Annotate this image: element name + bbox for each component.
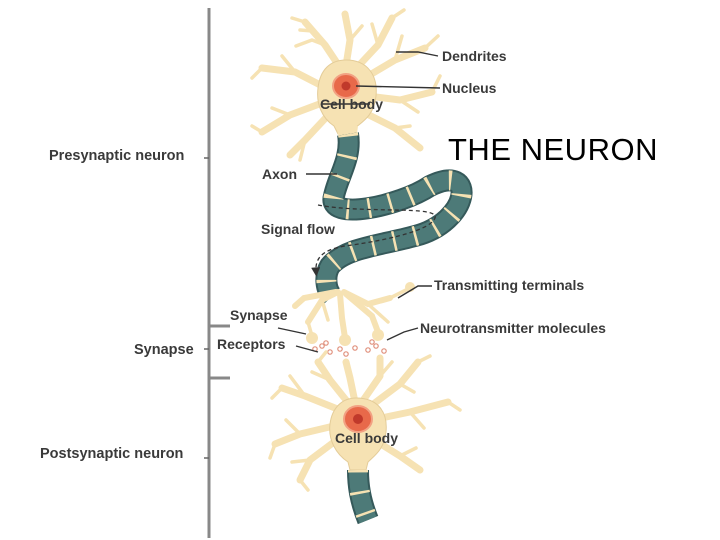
postsynaptic-dendrites — [268, 350, 462, 492]
cell-body-bottom-label: Cell body — [335, 430, 398, 446]
postsynaptic-axon — [347, 469, 379, 525]
neurotransmitter-leader — [386, 327, 419, 341]
dendrites-leader — [396, 51, 439, 57]
transmitting-terminals — [292, 286, 412, 341]
synapse-label: Synapse — [230, 307, 288, 323]
signal-flow-arrow — [311, 204, 436, 277]
group-ticks — [204, 157, 209, 459]
postsynaptic-label: Postsynaptic neuron — [40, 446, 183, 462]
nucleus-label: Nucleus — [442, 80, 497, 96]
slide-title: THE NEURON — [448, 132, 658, 167]
nucleus-leader — [355, 85, 441, 89]
postsynaptic-nucleus — [343, 405, 373, 433]
terminals-leader — [397, 285, 432, 299]
transmitting-terminals-label: Transmitting terminals — [434, 277, 584, 293]
presynaptic-label: Presynaptic neuron — [49, 148, 184, 164]
dendrites-label: Dendrites — [442, 48, 507, 64]
cell-body-top-label: Cell body — [320, 96, 383, 112]
synapse-group-label: Synapse — [134, 342, 194, 358]
presynaptic-nucleus — [332, 73, 360, 99]
axon-myelin — [315, 132, 473, 304]
neurotransmitter-label: Neurotransmitter molecules — [420, 320, 606, 336]
synapse-bracket — [207, 324, 230, 380]
group-brackets — [207, 8, 230, 538]
receptors-label: Receptors — [217, 336, 286, 352]
leader-lines — [277, 51, 441, 353]
synapse-leader — [277, 327, 307, 335]
signal-flow-label: Signal flow — [261, 221, 335, 237]
synaptic-boutons — [306, 282, 415, 346]
receptors-leader — [295, 345, 319, 353]
axon-label: Axon — [262, 166, 297, 182]
